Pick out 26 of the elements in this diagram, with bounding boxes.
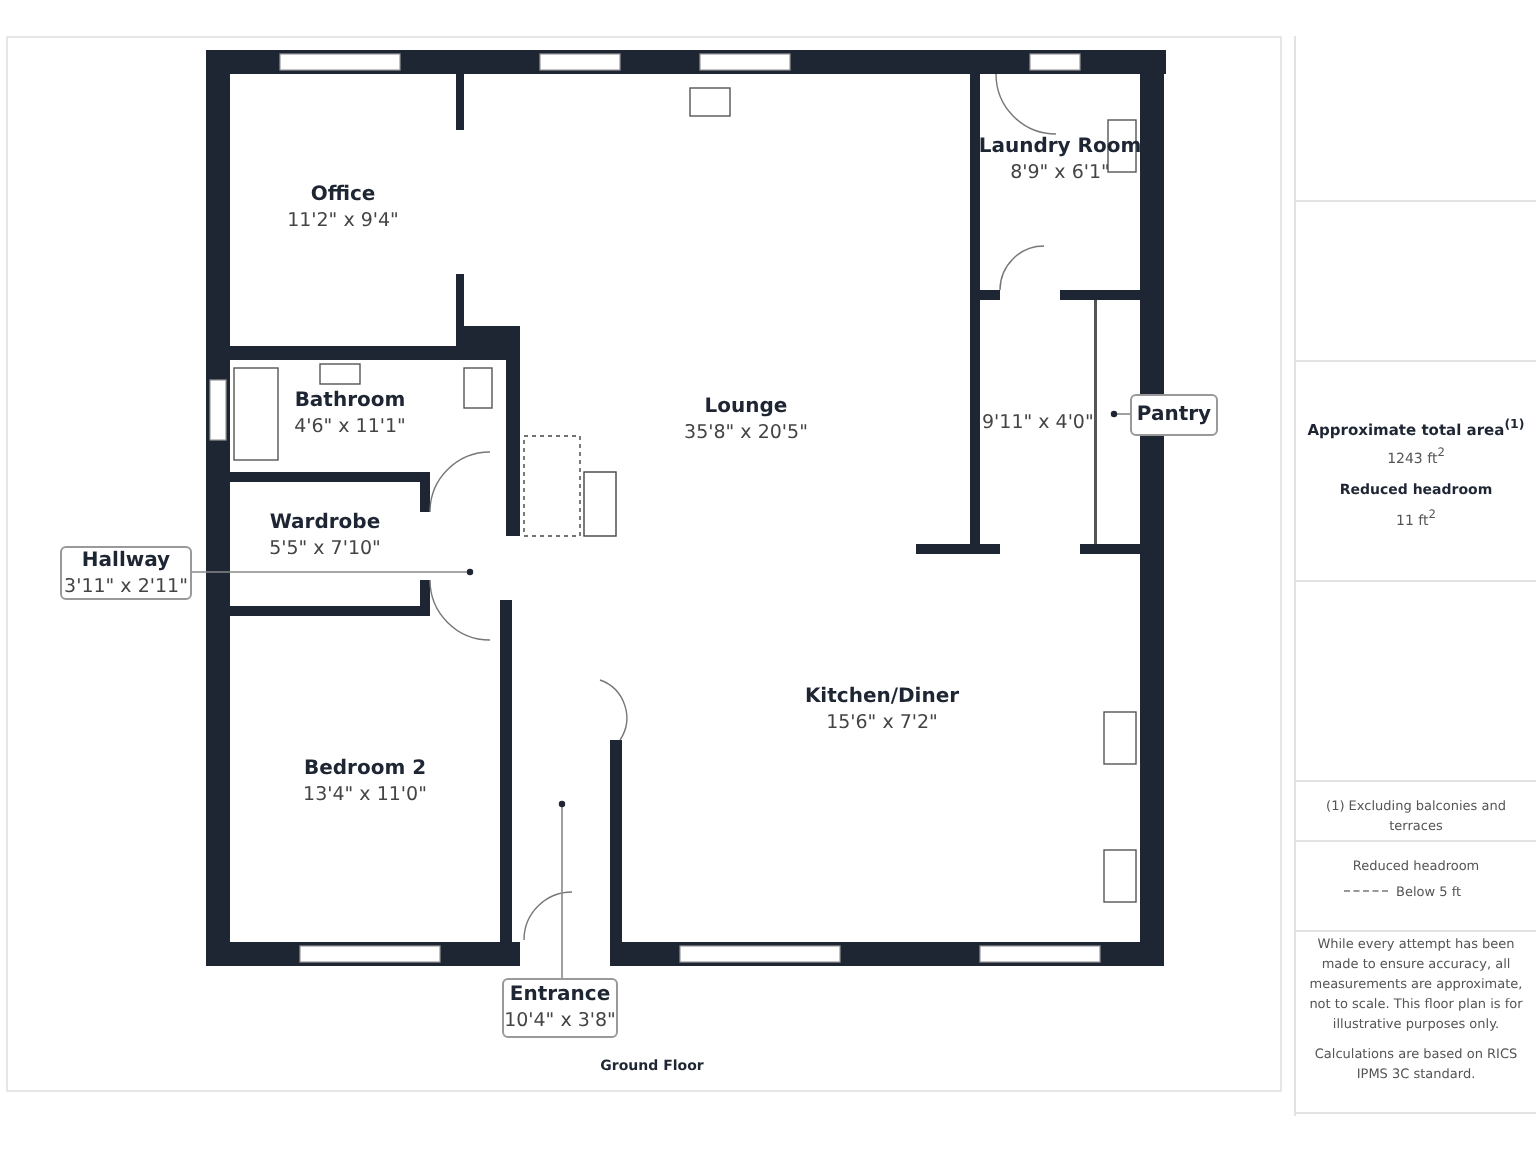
leader-line [1110, 410, 1131, 418]
room-dimensions: 8'9" x 6'1" [1010, 160, 1110, 186]
leader-line [191, 568, 474, 576]
room-dimensions: 10'4" x 3'8" [504, 1008, 616, 1034]
room-name: Lounge [704, 394, 788, 420]
room-name: Bedroom 2 [303, 756, 427, 782]
callout-box [502, 978, 618, 1038]
room-name: Entrance [509, 982, 611, 1008]
room-dimensions: 13'4" x 11'0" [303, 782, 427, 808]
room-dimensions: 11'2" x 9'4" [287, 208, 399, 234]
callout-box [1130, 394, 1218, 436]
room-name: Hallway [81, 547, 171, 573]
room-dimensions: 4'6" x 11'1" [294, 414, 406, 440]
room-name: Office [310, 182, 376, 208]
callout-box [60, 546, 192, 600]
room-name: Bathroom [294, 388, 406, 414]
room-name: Pantry [1136, 402, 1212, 428]
room-dimensions: 35'8" x 20'5" [684, 420, 808, 446]
room-name: Kitchen/Diner [804, 684, 960, 710]
room-dimensions: 15'6" x 7'2" [826, 710, 938, 736]
room-name: Wardrobe [269, 510, 381, 536]
room-dimensions: 9'11" x 4'0" [982, 410, 1094, 436]
leader-line [558, 800, 566, 979]
room-dimensions: 3'11" x 2'11" [64, 573, 188, 599]
room-dimensions: 5'5" x 7'10" [269, 536, 381, 562]
room-name: Laundry Room [978, 134, 1142, 160]
